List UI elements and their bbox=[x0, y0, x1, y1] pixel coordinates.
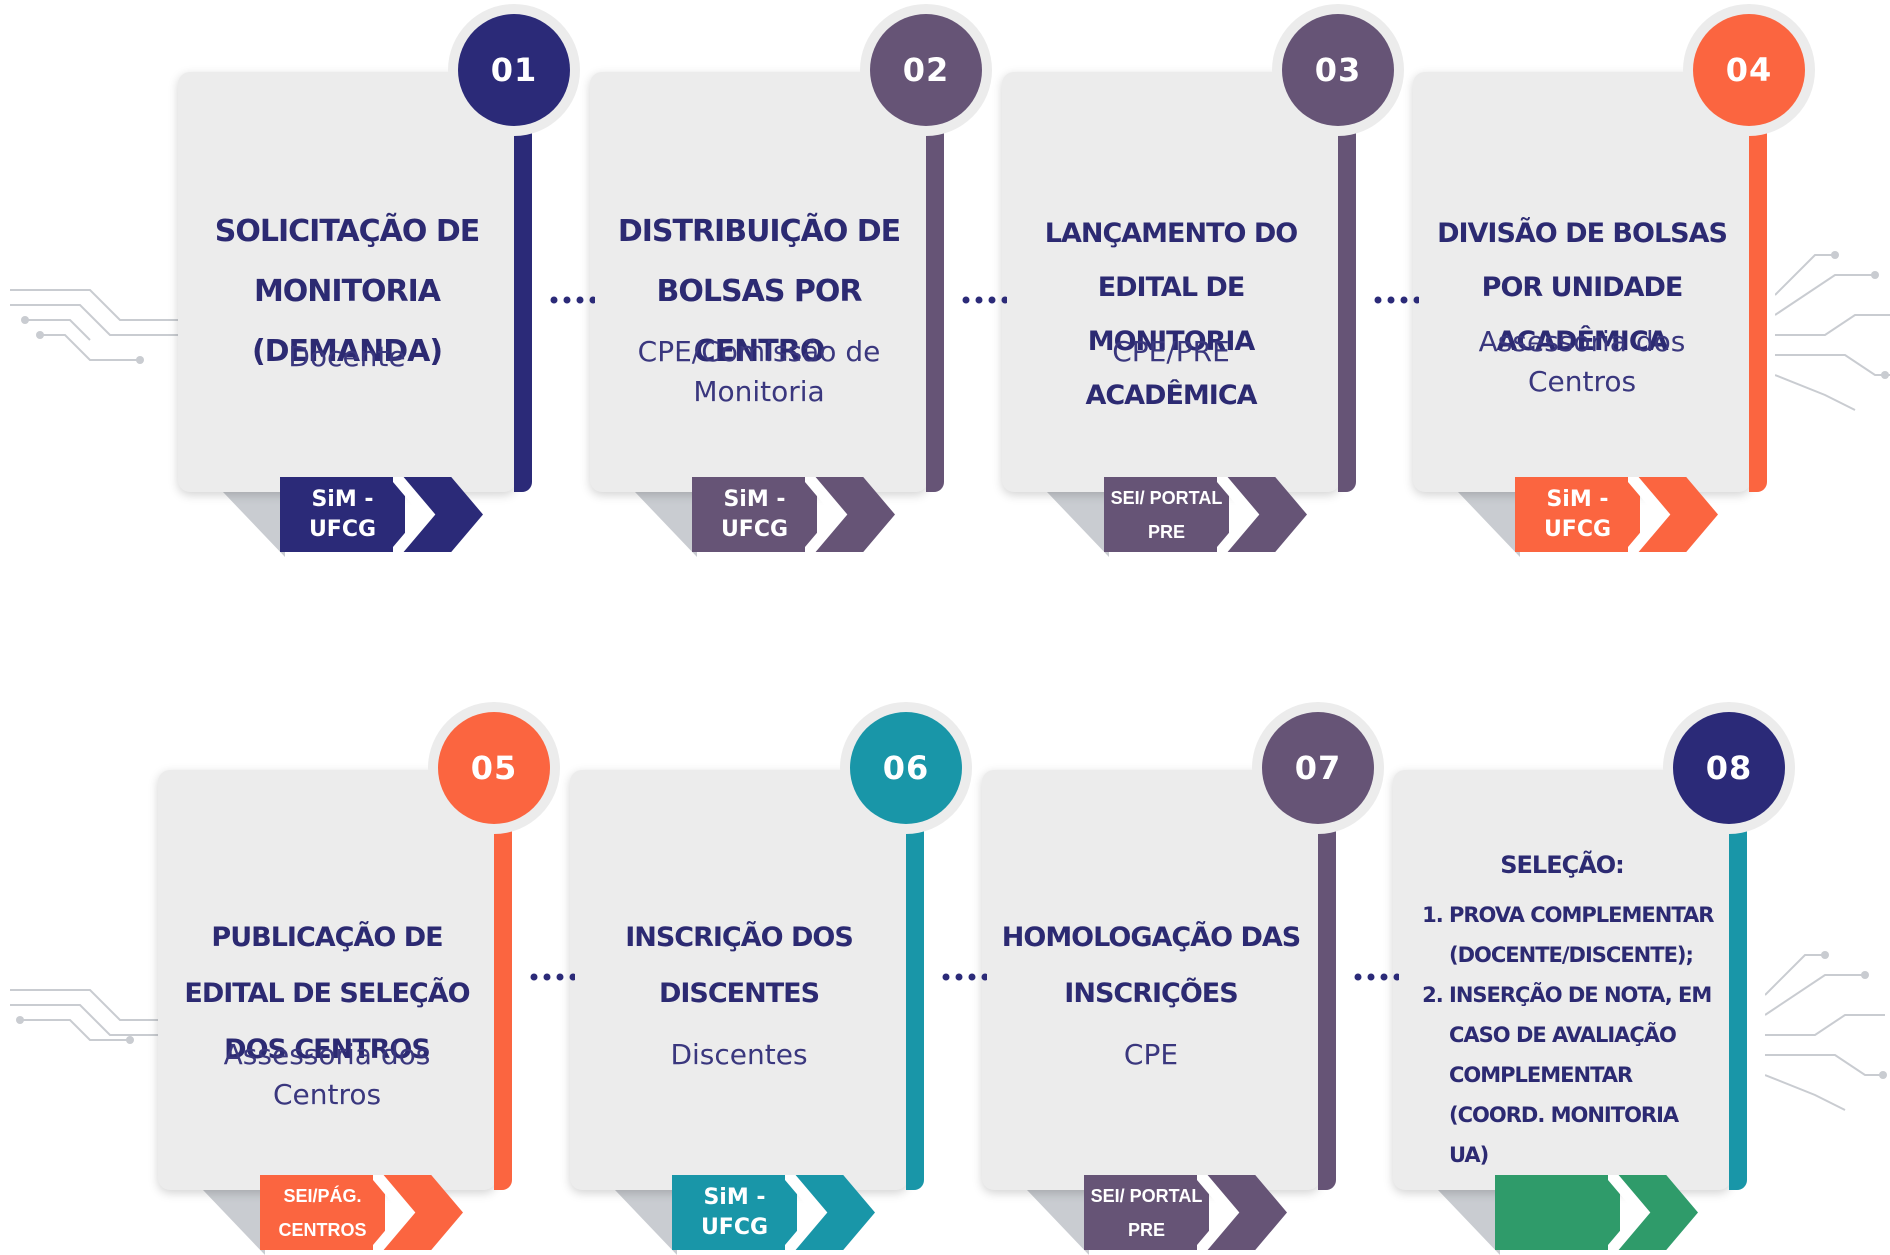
step-responsible: Docente bbox=[288, 340, 406, 373]
system-tag: SEI/ PORTAL PRE bbox=[1104, 477, 1229, 552]
chevron-icon bbox=[393, 477, 483, 552]
step-list-container: Prova complementar (docente/discente); I… bbox=[1411, 895, 1721, 1175]
connector-dots bbox=[530, 973, 575, 981]
selection-steps-list: Prova complementar (docente/discente); I… bbox=[1411, 895, 1721, 1175]
chevron-icon bbox=[1197, 1175, 1287, 1250]
step-card-07: 07 Homologação das inscrições CPE SEI/ P… bbox=[982, 702, 1384, 1255]
chevron-icon bbox=[1628, 477, 1718, 552]
card-accent-bar bbox=[1338, 112, 1356, 492]
step-responsible: Discentes bbox=[670, 1038, 808, 1071]
step-number: 05 bbox=[438, 712, 550, 824]
card-fold bbox=[1047, 492, 1109, 557]
card-body bbox=[982, 770, 1320, 1190]
card-fold bbox=[1458, 492, 1520, 557]
chevron-icon bbox=[1608, 1175, 1698, 1250]
card-body bbox=[1413, 72, 1751, 492]
system-tag: SEI/PÁG. CENTROS bbox=[260, 1175, 385, 1250]
connector-dots bbox=[962, 296, 1007, 304]
card-accent-bar bbox=[1318, 810, 1336, 1190]
step-number: 03 bbox=[1282, 14, 1394, 126]
step-responsible: CPE bbox=[1123, 1038, 1179, 1071]
card-fold bbox=[203, 1190, 265, 1255]
system-tag: SiM - UFCG bbox=[672, 1175, 797, 1250]
step-responsible: Assessoria dos Centros bbox=[223, 1038, 431, 1111]
step-responsible: CPE/PRE bbox=[1112, 335, 1230, 368]
chevron-icon bbox=[805, 477, 895, 552]
chevron-icon bbox=[785, 1175, 875, 1250]
connector-dots bbox=[550, 296, 595, 304]
step-title: Publicação de edital de seleção dos Cent… bbox=[184, 922, 470, 1065]
circuit-decoration-left-top bbox=[10, 289, 185, 364]
step-title: Seleção: bbox=[1500, 851, 1625, 879]
card-accent-bar bbox=[906, 810, 924, 1190]
chevron-icon bbox=[373, 1175, 463, 1250]
card-fold bbox=[1027, 1190, 1089, 1255]
connector-dots bbox=[942, 973, 987, 981]
step-title: Divisão de bolsas por Unidade Acadêmica bbox=[1437, 218, 1728, 357]
connector-dots bbox=[1374, 296, 1419, 304]
step-responsible: CPE/Comissão de Monitoria bbox=[637, 335, 881, 408]
step-title: Lançamento do edital de monitoria acadêm… bbox=[1044, 218, 1298, 411]
card-body bbox=[178, 72, 516, 492]
card-body bbox=[590, 72, 928, 492]
step-number: 08 bbox=[1673, 712, 1785, 824]
list-item: Prova complementar (docente/discente); bbox=[1449, 895, 1721, 975]
system-tag: SiM - UFCG bbox=[280, 477, 405, 552]
step-title: Inscrição dos discentes bbox=[625, 922, 854, 1009]
step-card-05: 05 Publicação de edital de seleção dos C… bbox=[158, 702, 560, 1255]
chevron-icon bbox=[1217, 477, 1307, 552]
card-accent-bar bbox=[926, 112, 944, 492]
step-card-02: 02 Distribuição de bolsas por Centro CPE… bbox=[590, 4, 992, 557]
step-card-03: 03 Lançamento do edital de monitoria aca… bbox=[1002, 4, 1404, 557]
system-tag: SEI/ PORTAL PRE bbox=[1084, 1175, 1209, 1250]
step-number: 02 bbox=[870, 14, 982, 126]
step-number: 07 bbox=[1262, 712, 1374, 824]
step-card-01: 01 Solicitação de Monitoria (Demanda) Do… bbox=[178, 4, 580, 557]
card-fold bbox=[615, 1190, 677, 1255]
step-number: 04 bbox=[1693, 14, 1805, 126]
card-accent-bar bbox=[514, 112, 532, 492]
card-body bbox=[1393, 770, 1731, 1190]
system-tag: SiM - UFCG bbox=[1515, 477, 1640, 552]
circuit-decoration-right-bottom bbox=[1765, 951, 1887, 1111]
card-body bbox=[158, 770, 496, 1190]
step-responsible: Assessoria dos Centros bbox=[1478, 325, 1686, 398]
card-accent-bar bbox=[1729, 810, 1747, 1190]
system-tag bbox=[1495, 1175, 1620, 1250]
circuit-decoration-left-bottom bbox=[10, 989, 165, 1044]
connector-dots bbox=[1354, 973, 1399, 981]
step-title: Distribuição de bolsas por Centro bbox=[617, 214, 901, 369]
step-number: 06 bbox=[850, 712, 962, 824]
card-fold bbox=[1438, 1190, 1500, 1255]
card-accent-bar bbox=[494, 810, 512, 1190]
card-body bbox=[1002, 72, 1340, 492]
step-card-08: 08 Seleção: Prova complementar (docente/… bbox=[1393, 702, 1795, 1255]
step-title: Homologação das inscrições bbox=[1001, 922, 1301, 1009]
list-item: Inserção de nota, em caso de avaliação c… bbox=[1449, 975, 1721, 1175]
card-fold bbox=[223, 492, 285, 557]
step-card-06: 06 Inscrição dos discentes Discentes SiM… bbox=[570, 702, 972, 1255]
system-tag: SiM - UFCG bbox=[692, 477, 817, 552]
card-body bbox=[570, 770, 908, 1190]
card-accent-bar bbox=[1749, 112, 1767, 492]
card-fold bbox=[635, 492, 697, 557]
circuit-decoration-right-top bbox=[1775, 251, 1890, 411]
step-number: 01 bbox=[458, 14, 570, 126]
step-title: Solicitação de Monitoria (Demanda) bbox=[214, 214, 481, 369]
step-card-04: 04 Divisão de bolsas por Unidade Acadêmi… bbox=[1413, 4, 1815, 557]
